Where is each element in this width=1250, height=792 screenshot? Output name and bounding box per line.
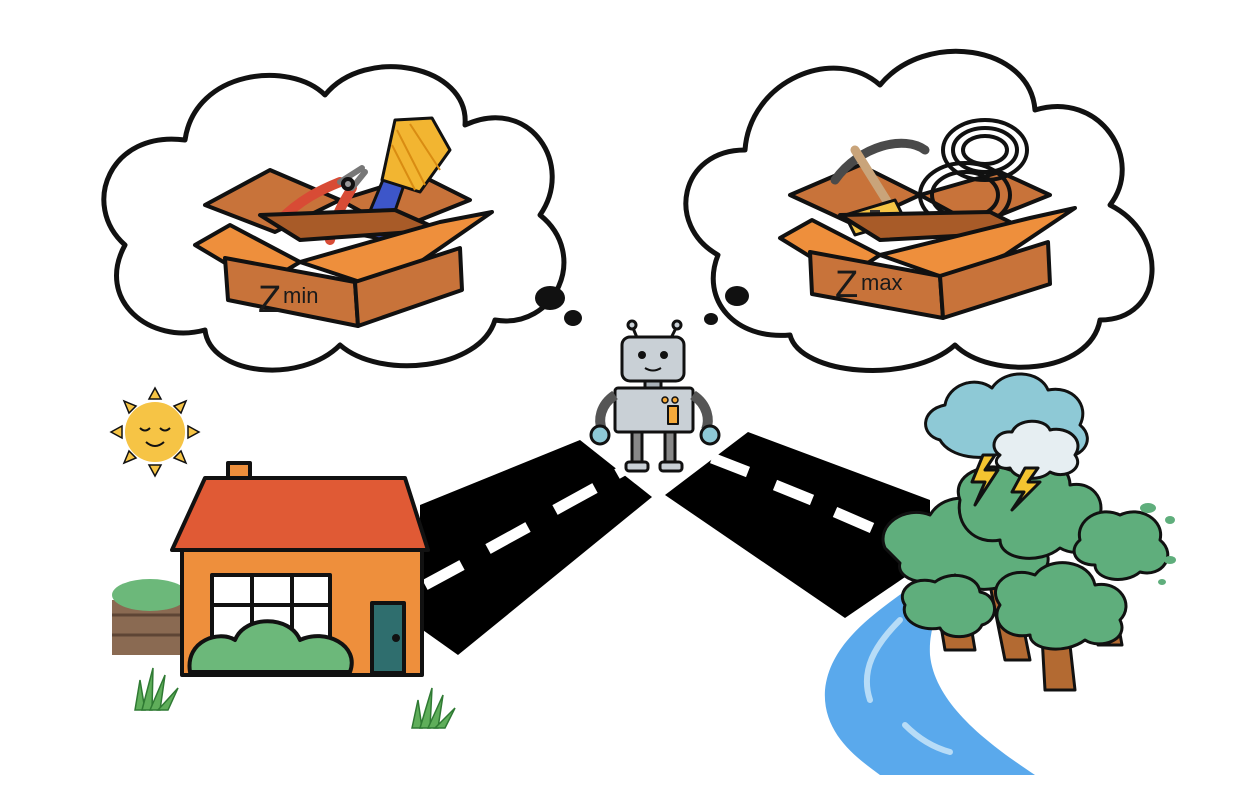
robot	[589, 319, 721, 473]
right-box-subscript: max	[861, 270, 903, 295]
forest	[881, 457, 1176, 692]
left-toolbox: Z min	[193, 116, 494, 328]
sun-icon	[109, 386, 201, 478]
grass-left	[134, 667, 179, 711]
left-box-letter: Z	[258, 279, 281, 321]
right-thought-bubble	[683, 48, 1155, 373]
left-box-subscript: min	[283, 283, 318, 308]
house	[112, 461, 430, 677]
right-toolbox: Z max	[778, 118, 1077, 320]
left-road	[420, 440, 652, 655]
right-box-letter: Z	[835, 264, 858, 306]
grass-right	[411, 687, 456, 729]
fence	[112, 579, 188, 655]
storm-cloud-icon	[924, 372, 1089, 512]
river	[824, 580, 1035, 775]
